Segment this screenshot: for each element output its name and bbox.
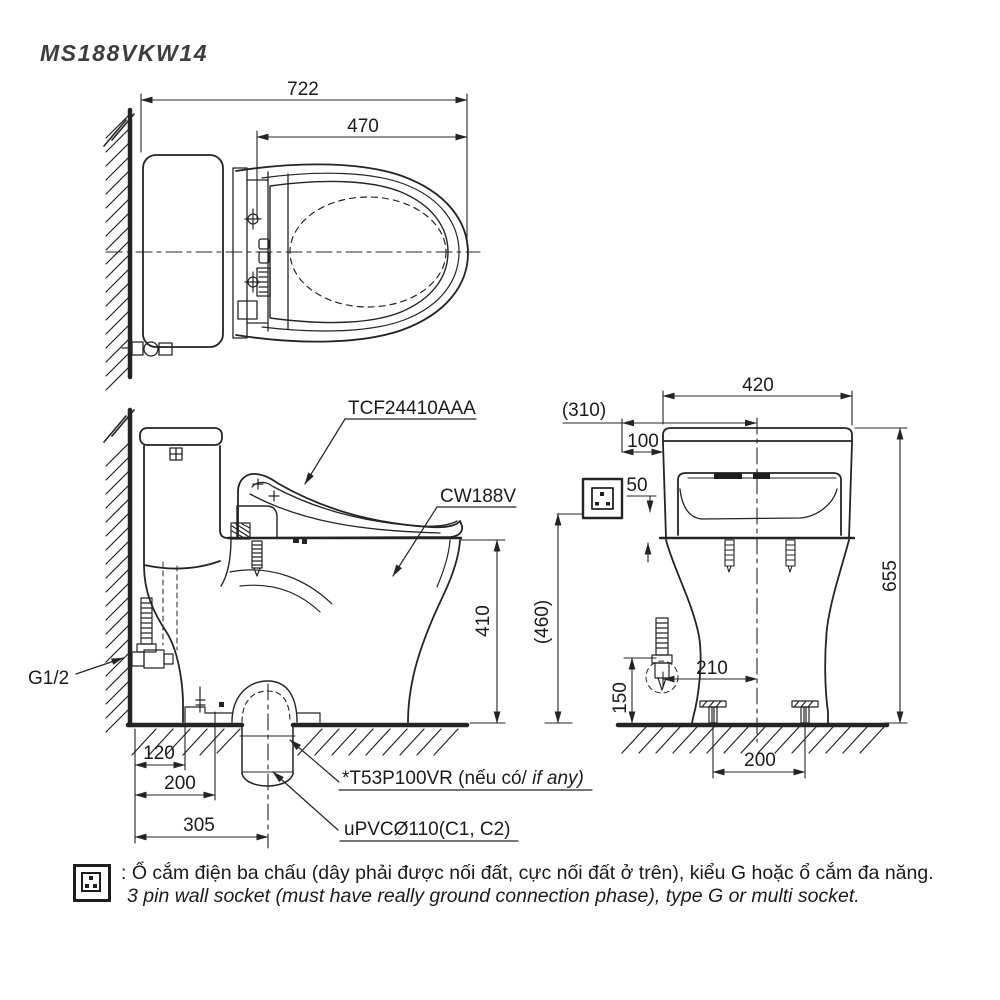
dim-100-label: 100 [627,431,659,452]
dim-470 [256,130,468,219]
dim-200-front-label: 200 [744,750,776,771]
drain-note-label: uPVCØ110(C1, C2) [344,819,511,840]
tank-body-side-view [143,445,229,723]
trap-mark [219,702,224,707]
floor-hatch-front-view [621,726,885,754]
dim-305-label: 305 [183,815,215,836]
dim-50 [626,495,657,563]
footnote-text: : Ổ cắm điện ba chấu (dây phải được nối … [121,862,1000,908]
hose-arcs-side-view [229,569,333,613]
footnote-line-vietnamese: : Ổ cắm điện ba chấu (dây phải được nối … [121,862,934,884]
supply-stub-front-view [645,617,679,694]
dim-150-label: 150 [610,682,631,714]
flange-note-label: *T53P100VR (nếu có/ if any) [342,768,584,789]
dim-410-label: 410 [473,605,494,637]
bowl-front-inner-line [436,539,451,588]
seat-lid-seam-side-view [249,481,458,534]
dim-722 [140,93,468,247]
seat-vent-marks [714,473,770,479]
fixing-bolt-side-view [195,686,206,713]
dim-50-label: 50 [626,475,647,496]
top-view: 722 470 [103,79,481,391]
side-view: TCF24410AAA CW188V G1/2 *T53P100VR (nếu … [28,398,593,849]
leader-seat-unit [304,418,477,485]
leader-bowl [392,506,517,577]
seat-unit-label: TCF24410AAA [348,398,476,419]
leader-drain-note [272,771,519,842]
bowl-front-side-view [407,539,461,723]
inlet-fitting-side-view [230,522,263,577]
dim-210 [662,671,758,688]
wall-break-mark-top [103,113,135,147]
bolt-mark-icons-top-view [244,208,262,293]
wall-break-mark-side [103,409,135,443]
floor-bolts-front-view [699,700,819,724]
hoses-front-view [724,539,796,573]
dim-120 [134,711,186,844]
dim-310 [562,418,758,453]
dim-420 [662,390,853,426]
dim-410 [469,539,506,724]
socket-pin-top [89,876,93,880]
dim-200-front [712,726,806,779]
seat-plus-marks [252,478,280,502]
seat-front-view [677,472,842,536]
hinge-unit-top-view [232,167,289,339]
trap-dome-side-view [231,680,298,723]
leader-supply [75,657,124,675]
dim-150 [623,657,657,724]
dim-420-label: 420 [742,375,774,396]
supply-thread-label: G1/2 [28,668,69,689]
tank-top-view [142,154,224,348]
pedestal-right-front-view [824,539,850,724]
seat-inner-curve [679,488,838,520]
bowl-rear-side-view [220,537,232,587]
flange-note-normal: *T53P100VR (nếu có/ [342,768,532,789]
front-view: 420 (310) 100 50 [556,375,908,779]
footnote-line-english: 3 pin wall socket (must have really grou… [127,885,860,907]
supply-valve-top-view [121,341,173,357]
dim-460-label: (460) [532,600,553,644]
socket-legend-icon [73,864,111,902]
dim-722-label: 722 [287,79,319,100]
dim-200-side [134,711,216,801]
trap-dome-dashed [241,690,291,723]
wall-hatch-side-view [105,443,129,733]
pedestal-left-front-view [665,539,702,724]
seat-profile-side-view [237,473,464,539]
tank-lid-side-view [139,427,223,446]
flange-note-italic: if any) [532,768,584,789]
wall-hatch-top-view [105,115,129,391]
dim-310-label: (310) [562,400,606,421]
tank-internal-dashed [162,561,178,651]
supply-valve-side-view [131,597,174,669]
model-number-title: MS188VKW14 [40,40,209,66]
dim-200-side-label: 200 [164,773,196,794]
socket-pin-left [85,884,89,888]
dim-120-label: 120 [143,743,175,764]
base-plinth-side-view [184,706,321,723]
wall-socket-icon [581,477,624,520]
floor-hatch-side-view [131,728,459,756]
dim-470-label: 470 [347,116,379,137]
seat-underbox-side-view [236,505,278,539]
socket-pin-right [93,884,97,888]
leader-flange-note [289,739,593,791]
socket-legend-icon-inner [81,872,101,892]
flush-button-icon [169,447,183,461]
bowl-label: CW188V [440,486,516,507]
bowl-outline-top-view [235,163,469,343]
dim-210-label: 210 [696,658,728,679]
dim-655-label: 655 [880,560,901,592]
dim-655 [854,427,908,724]
